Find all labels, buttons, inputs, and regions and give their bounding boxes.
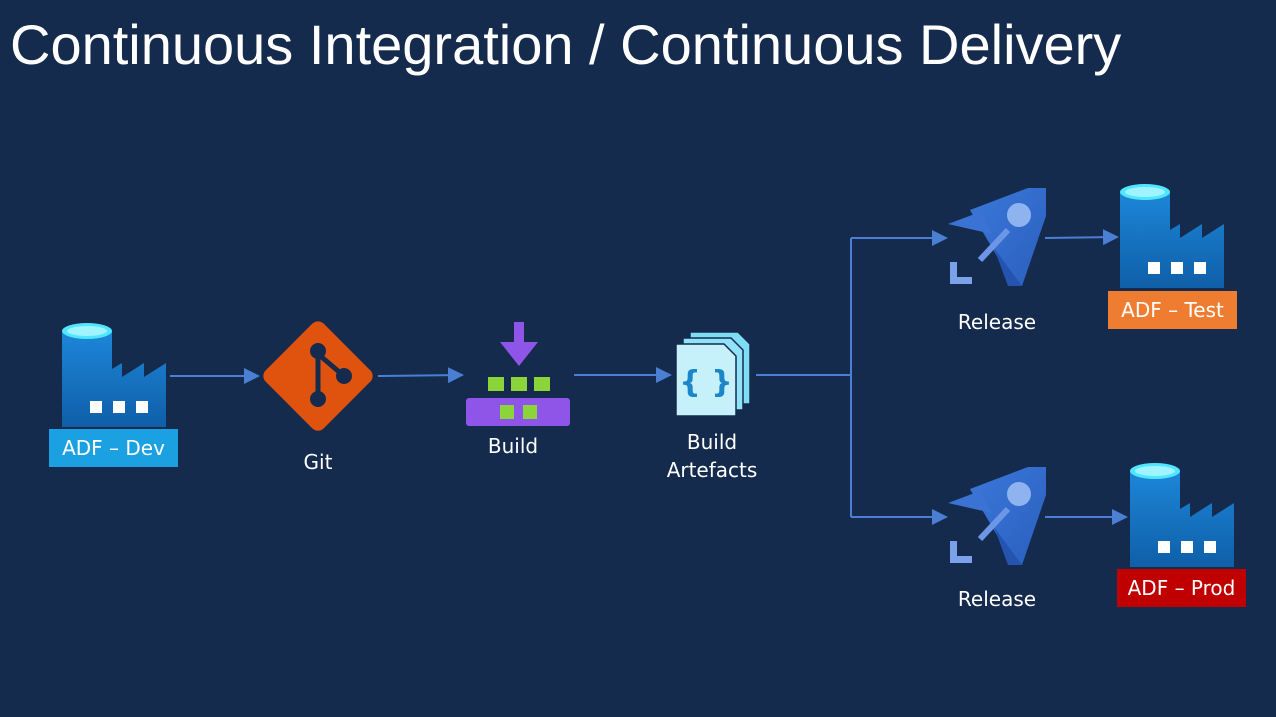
adf-test-badge: ADF – Test (1108, 291, 1237, 329)
artefacts-label-line2: Artefacts (666, 458, 758, 482)
release-rocket-icon (948, 188, 1046, 286)
artifact-icon: { } (675, 331, 751, 417)
release-prod-label: Release (957, 587, 1037, 611)
git-label: Git (303, 450, 333, 474)
git-icon (263, 321, 373, 431)
release-rocket-icon (948, 467, 1046, 565)
connector-git-build (377, 367, 464, 384)
data-factory-icon (1130, 463, 1234, 567)
build-label: Build (487, 434, 539, 458)
connectors (170, 229, 1128, 525)
adf-dev-badge: ADF – Dev (49, 429, 178, 467)
data-factory-icon (62, 323, 166, 427)
page-title: Continuous Integration / Continuous Deli… (10, 13, 1122, 76)
artefacts-label: Build Artefacts (650, 428, 774, 484)
adf-prod-badge: ADF – Prod (1117, 569, 1246, 607)
data-factory-icon (1120, 184, 1224, 288)
artefacts-label-line1: Build (686, 430, 738, 454)
connector-release-test (1044, 229, 1119, 246)
build-pipeline-icon (466, 322, 570, 426)
release-test-label: Release (957, 310, 1037, 334)
svg-text:{ }: { } (679, 365, 732, 400)
